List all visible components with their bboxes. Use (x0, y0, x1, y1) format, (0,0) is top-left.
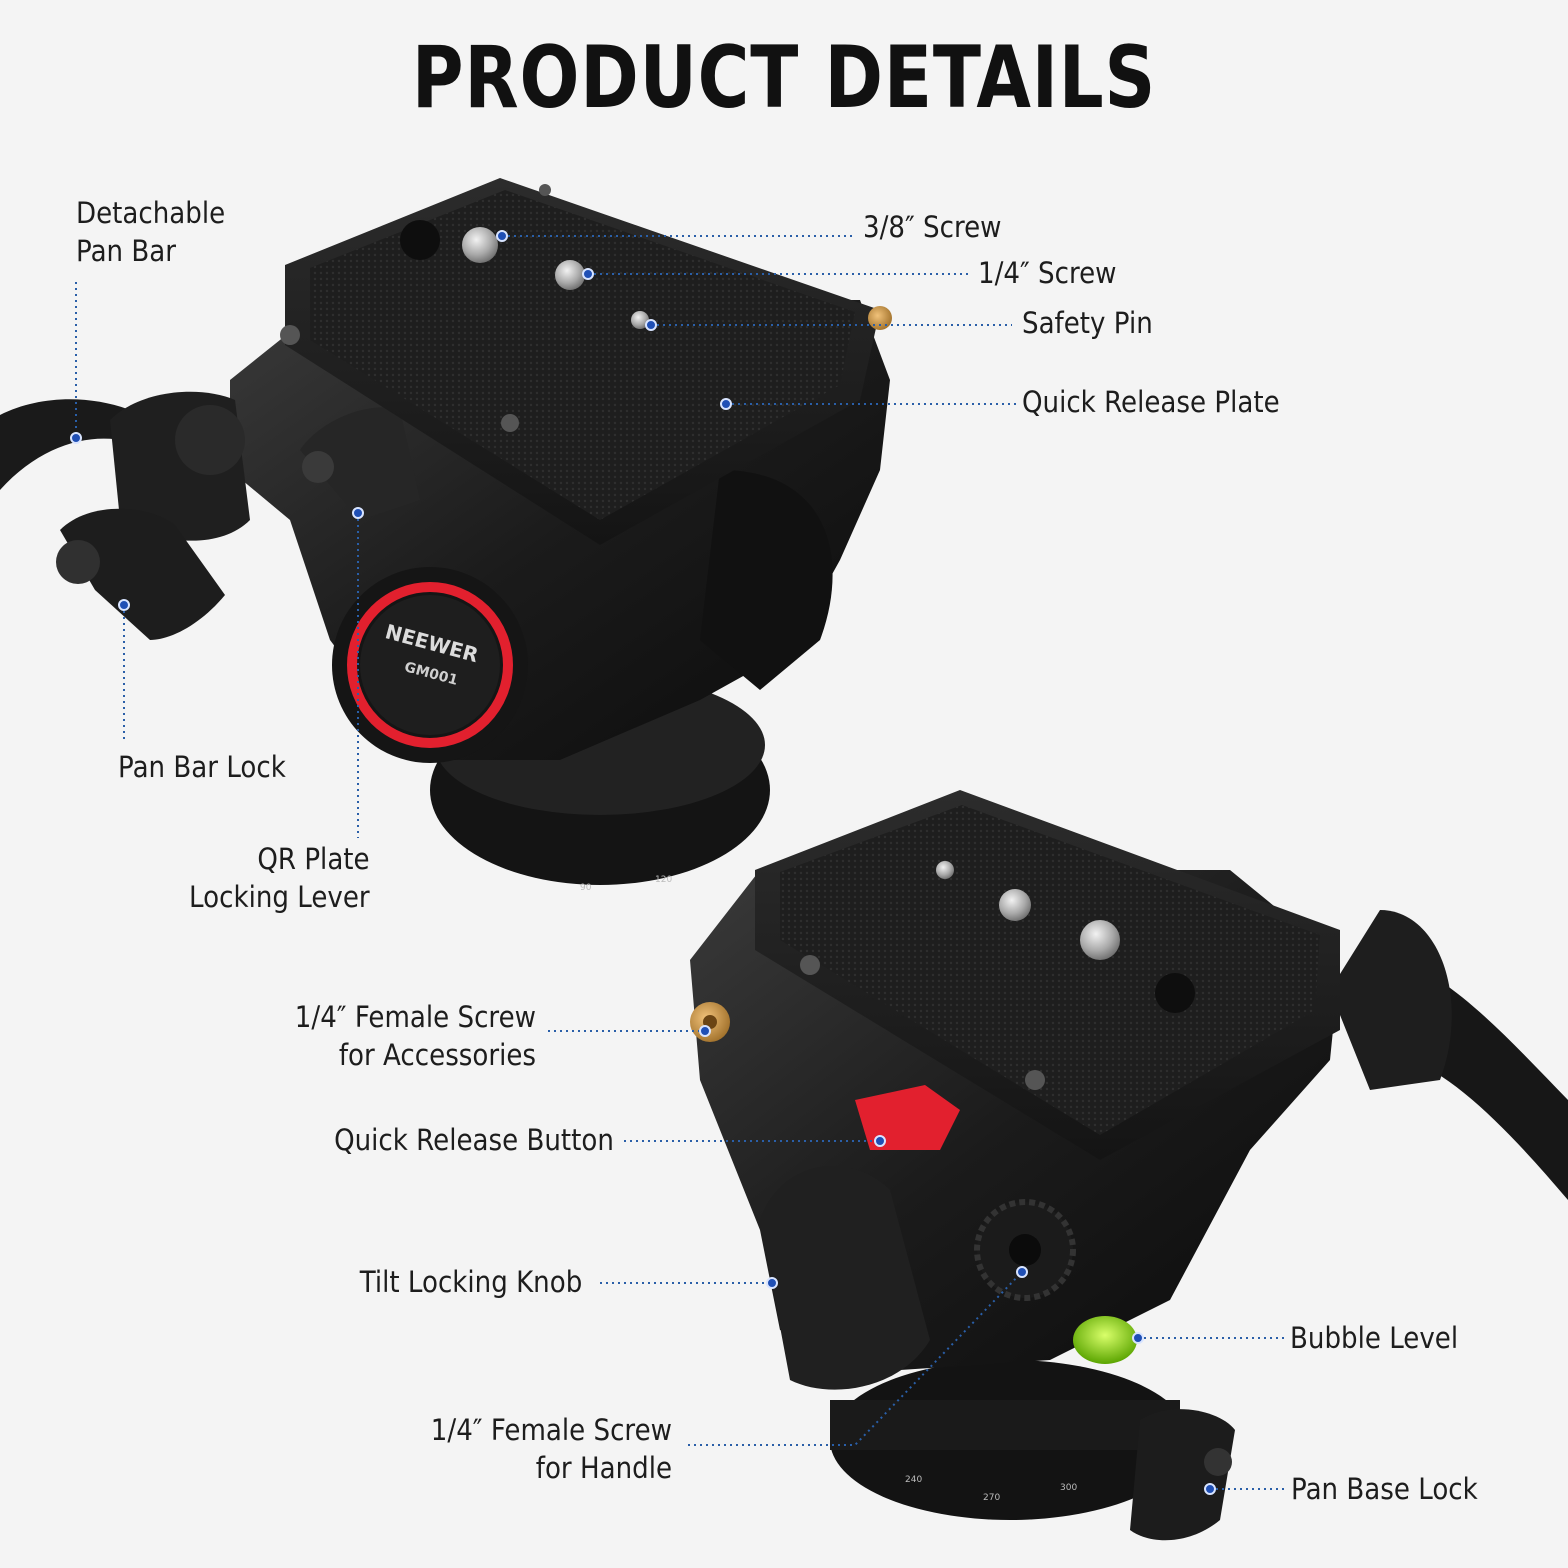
label-detachable-pan-bar: Detachable Pan Bar (76, 196, 226, 268)
pan-base-lock-knob (1130, 1409, 1235, 1541)
scale-mark: 270 (983, 1493, 1000, 1503)
top-1-4-screw (555, 260, 585, 290)
label-pan-bar-lock: Pan Bar Lock (118, 750, 286, 784)
label-safety-pin: Safety Pin (1022, 306, 1153, 340)
quick-release-button (855, 1085, 960, 1150)
qr-plate-locking-lever (300, 407, 420, 520)
leader-lines (75, 235, 1284, 1490)
scale-mark: 300 (1060, 1483, 1077, 1493)
scale-mark: 120 (655, 875, 672, 885)
pan-bar-lock-knob (60, 508, 225, 640)
label-female-screw-handle: 1/4″ Female Screw for Handle (430, 1413, 672, 1485)
top-safety-pin (631, 311, 649, 329)
label-pan-base-lock: Pan Base Lock (1291, 1472, 1478, 1506)
label-quick-release-button: Quick Release Button (334, 1123, 614, 1157)
scale-mark: 90 (580, 883, 592, 893)
top-3-8-screw (462, 227, 498, 263)
label-tilt-locking-knob: Tilt Locking Knob (359, 1265, 582, 1299)
label-female-screw-accessories: 1/4″ Female Screw for Accessories (294, 1000, 536, 1072)
tilt-locking-knob (760, 1166, 930, 1390)
label-quick-release-plate: Quick Release Plate (1022, 385, 1280, 419)
page-title: PRODUCT DETAILS (411, 28, 1157, 128)
label-1-4-screw: 1/4″ Screw (978, 256, 1117, 290)
label-3-8-screw: 3/8″ Screw (863, 210, 1002, 244)
label-qr-plate-locking-lever: QR Plate Locking Lever (189, 842, 370, 914)
bottom-fluid-head: 240 270 300 (690, 790, 1568, 1541)
bubble-level (1073, 1316, 1137, 1364)
callout-dots (70, 230, 1216, 1495)
pan-bar (0, 399, 140, 490)
top-fluid-head: NEEWER GM001 90 120 (0, 178, 892, 893)
scale-mark: 240 (905, 1475, 922, 1485)
label-bubble-level: Bubble Level (1290, 1321, 1459, 1355)
